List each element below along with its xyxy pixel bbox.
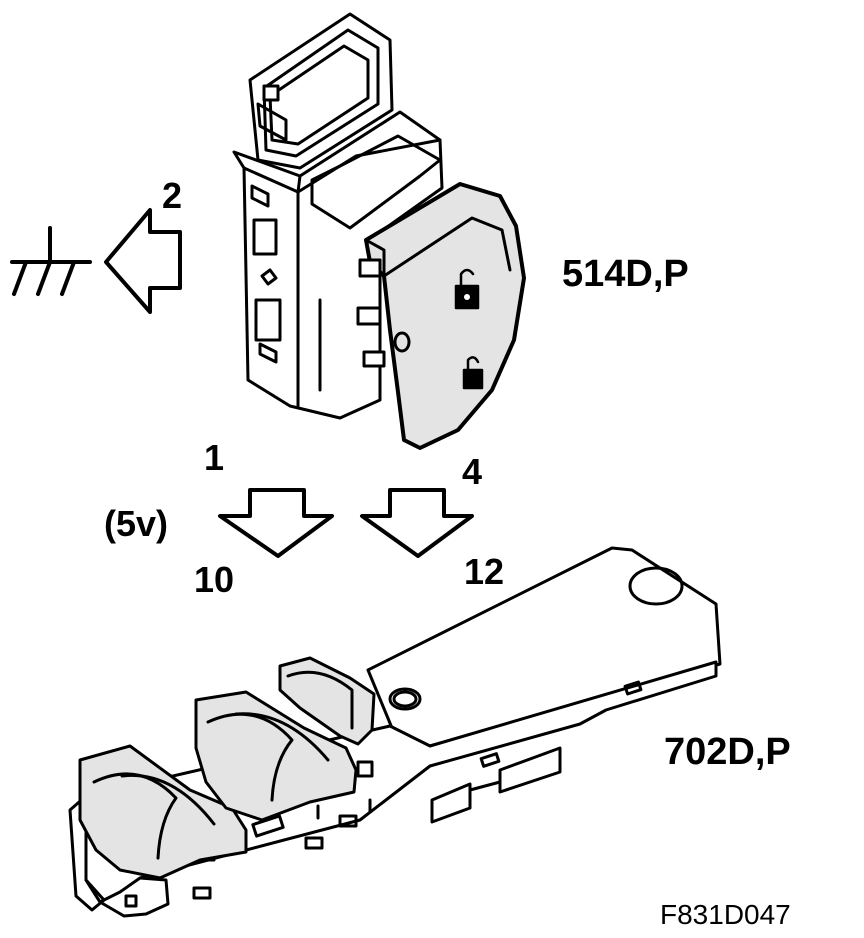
rocker-button-2 [194,690,358,822]
figure-code: F831D047 [660,899,791,930]
door-lock-switch [232,12,526,450]
ground-symbol-icon [10,226,92,296]
label-514dp: 514D,P [562,253,689,295]
label-pin-2: 2 [162,175,182,216]
label-pin-10: 10 [194,559,234,600]
rocker-cap [364,182,526,450]
label-702dp: 702D,P [664,731,791,773]
label-pin-1: 1 [204,437,224,478]
arrow-down-icon [218,488,334,558]
label-pin-4: 4 [462,451,482,492]
lock-icon [454,268,480,310]
label-pin-12: 12 [464,551,504,592]
label-voltage: (5v) [104,503,168,544]
window-switch-pack [68,546,722,918]
arrow-down-icon [360,488,474,558]
lock-icon-small [462,356,484,390]
rocker-button-1 [78,744,248,880]
arrow-left-icon [104,208,182,314]
